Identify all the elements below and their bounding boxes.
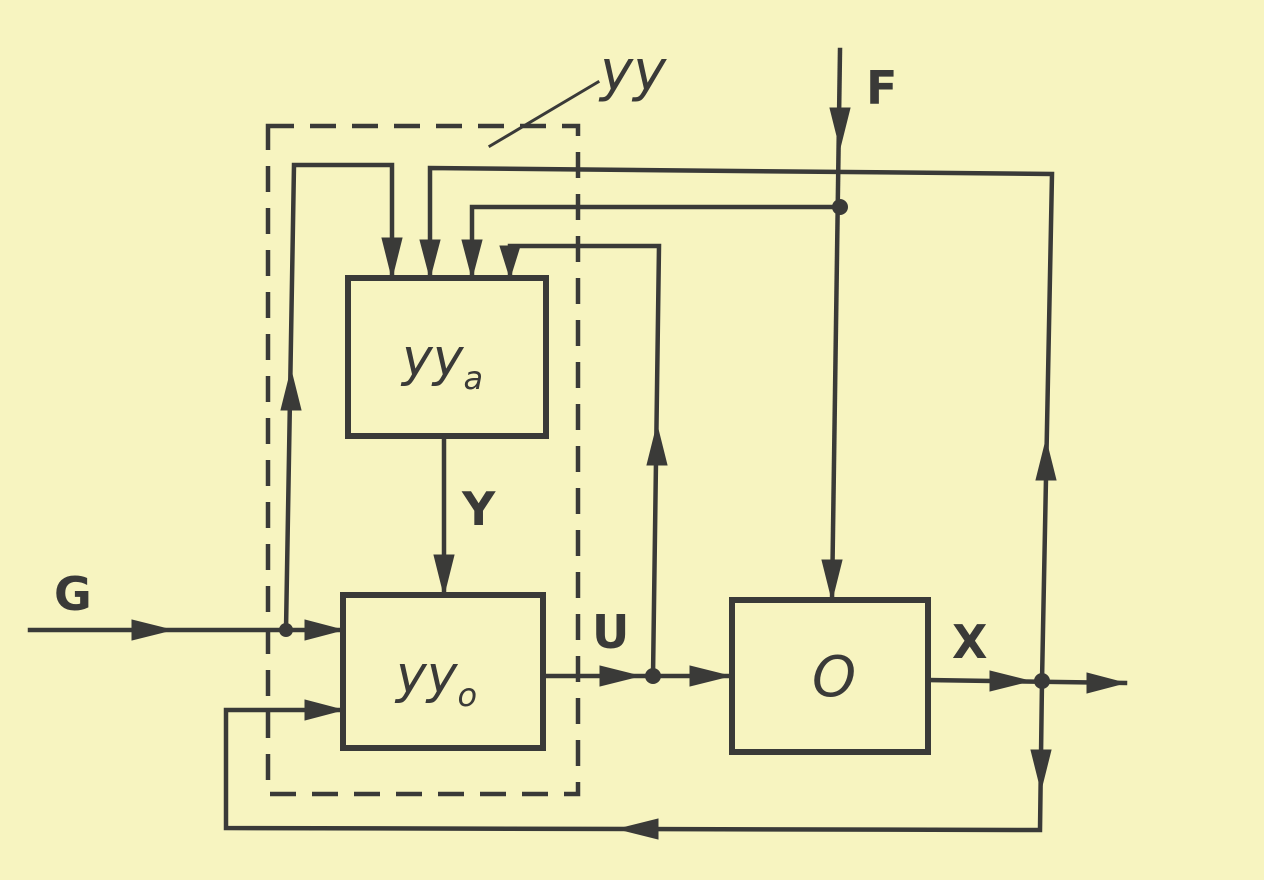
basic-block-label: ууo: [394, 645, 477, 714]
control-branch-arrow-up: [646, 424, 668, 466]
output-feedback-to-basic: [223, 678, 1045, 833]
controller-leader-line: [487, 79, 601, 149]
disturbance-arrow-object: [821, 559, 843, 601]
disturbance-label: F: [866, 61, 897, 115]
control-signal-label: U: [592, 605, 629, 659]
setpoint-branch-to-adaptive: [283, 162, 395, 633]
disturbance-arrow-top: [829, 107, 851, 149]
disturbance-branch-to-adaptive: [469, 204, 843, 281]
object-block-label: O: [812, 645, 856, 710]
adaptation-signal-arrow: [433, 554, 455, 596]
output-feedback-arrow-basic: [304, 699, 345, 721]
adaptive-block-label: ууa: [400, 328, 483, 397]
output-feedback-arrow-down: [419, 239, 441, 280]
output-arrow-1: [989, 670, 1031, 692]
output-arrow-2: [1086, 672, 1127, 694]
controller-label: уу: [598, 39, 667, 104]
setpoint-branch-arrow-up: [280, 369, 302, 411]
output-feedback-arrow-up: [1035, 439, 1057, 481]
output-feedback-arrow-left: [617, 818, 659, 840]
setpoint-branch-arrow-down: [381, 237, 403, 279]
control-branch-to-adaptive: [507, 243, 662, 679]
controller-boundary: [265, 123, 581, 797]
output-feedback-arrow-descend: [1030, 749, 1052, 791]
setpoint-arrow-1: [131, 619, 173, 641]
control-arrow-2: [689, 665, 731, 687]
output-feedback-to-adaptive: [427, 165, 1055, 684]
disturbance-branch-arrow: [461, 239, 483, 280]
adaptive-block: [345, 275, 549, 439]
output-label: X: [952, 615, 987, 669]
setpoint-arrow-2: [304, 619, 345, 641]
control-branch-arrow-down: [499, 245, 521, 280]
adaptation-signal-label: Y: [461, 482, 496, 536]
setpoint-label: G: [54, 567, 92, 621]
control-arrow-1: [599, 665, 641, 687]
